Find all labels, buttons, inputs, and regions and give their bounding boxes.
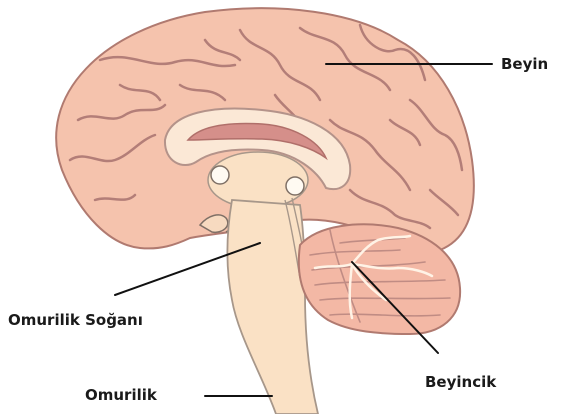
nucleus-left [211, 166, 229, 184]
label-beyincik: Beyincik [425, 373, 497, 391]
label-omurilik: Omurilik [85, 386, 158, 404]
label-omurilik-sogani: Omurilik Soğanı [8, 311, 143, 329]
brainstem-shape [228, 200, 319, 414]
brainstem [228, 198, 319, 414]
nucleus-right [286, 177, 304, 195]
label-beyin: Beyin [501, 55, 548, 73]
